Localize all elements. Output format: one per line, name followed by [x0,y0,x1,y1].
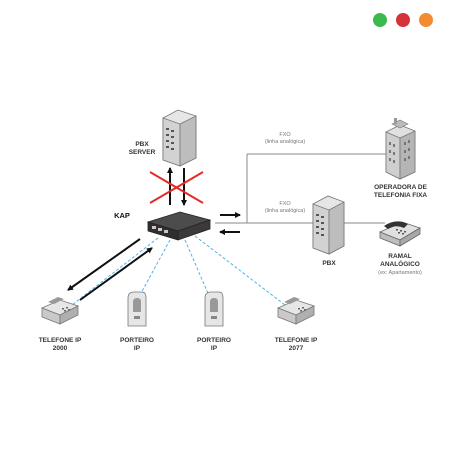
fxo-bottom-label: FXO (linha analógica) [264,201,306,214]
ip-phone-2000-icon [40,297,80,325]
orange-dot [419,13,433,27]
pbx-server-label: PBX SERVER [128,141,156,156]
kap-label: KAP [114,211,130,220]
dashed-links [71,235,286,306]
operator-label: OPERADORA DE TELEFONIA FIXA [373,184,428,199]
analog-phone-icon [378,221,421,247]
ramal-label: RAMAL ANALÓGICO [380,253,420,268]
porteiro-1-label: PORTEIRO IP [120,337,154,352]
porteiro-2-icon [204,291,224,327]
ramal-sublabel: (ex: Apartamento) [378,270,422,276]
operator-building-icon [385,118,416,180]
porteiro-2-label: PORTEIRO IP [197,337,231,352]
porteiro-1-icon [127,291,147,327]
kap-right-arrows [219,212,241,235]
kap-device-icon [146,211,212,241]
red-cross [149,171,204,204]
phone-2000-label: TELEFONE IP 2000 [38,337,82,352]
pbx-icon [312,195,345,255]
phone-kap-arrows [67,238,153,301]
fxo-top-label: FXO (linha analógica) [264,132,306,145]
pbx-label: PBX [322,260,336,267]
fxo-lines [215,153,392,224]
ip-phone-2077-icon [276,297,316,325]
pbx-server-icon [162,109,197,167]
red-dot [396,13,410,27]
server-kap-arrows [167,167,187,206]
green-dot [373,13,387,27]
phone-2077-label: TELEFONE IP 2077 [274,337,318,352]
